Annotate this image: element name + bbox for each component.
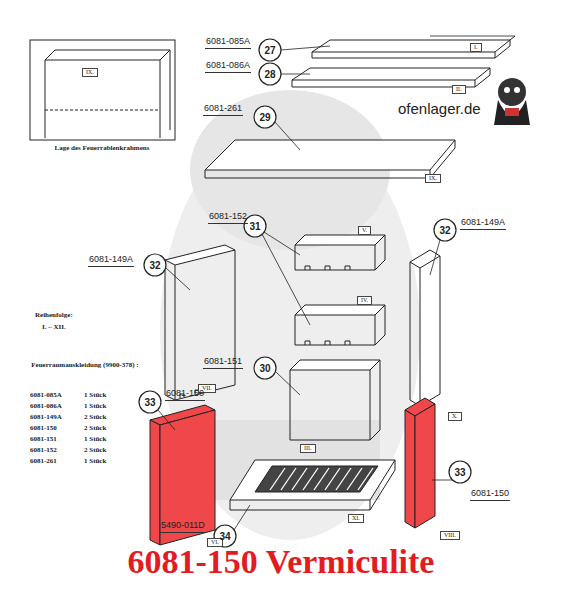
roman-label: IX.	[82, 68, 98, 77]
caption: 6081-150 Vermiculite	[0, 543, 562, 581]
table-cell: 1 Stück	[84, 436, 106, 444]
roman-label: IV.	[357, 296, 372, 305]
table-cell: 6081-152	[30, 447, 57, 455]
part-number: 6081-149A	[88, 255, 134, 267]
part-number: 6081-261	[203, 104, 243, 116]
plate-29	[205, 140, 455, 170]
leader-lines	[158, 36, 515, 530]
callout-number: 33	[454, 467, 465, 478]
note: I. – XII.	[42, 324, 66, 332]
table-cell: 6081-086A	[30, 403, 62, 411]
callout-number: 30	[259, 363, 270, 374]
table-cell: 6081-151	[30, 436, 57, 444]
plate-27	[312, 40, 510, 52]
callout-number: 29	[259, 112, 270, 123]
callout-number: 32	[439, 225, 450, 236]
part-number: 6081-150	[165, 389, 205, 401]
note: Reihenfolge:	[35, 312, 73, 320]
table-cell: 1 Stück	[84, 392, 106, 400]
roman-label: IX.	[425, 174, 441, 183]
grate	[230, 460, 395, 500]
part-number: 6081-085A	[205, 37, 251, 49]
table-cell: 6081-150	[30, 425, 57, 433]
red-panel-right	[415, 404, 435, 528]
plate-28	[292, 68, 490, 80]
table-cell: 6081-261	[30, 458, 57, 466]
table-cell: 1 Stück	[84, 458, 106, 466]
table-cell: 1 Stück	[84, 403, 106, 411]
inset-caption: Lage des Feuerrablenkrahmens	[47, 145, 157, 153]
inset-plate	[45, 50, 170, 60]
part-number: 6081-149A	[460, 218, 506, 230]
roman-label: X.	[448, 412, 462, 421]
part-number: 6081-150	[470, 489, 510, 501]
table-cell: 2 Stück	[84, 414, 106, 422]
roman-label: III.	[300, 444, 316, 453]
callout-number: 32	[149, 260, 160, 271]
callout-number: 28	[264, 69, 275, 80]
roman-label: V.	[358, 226, 371, 235]
callout-number: 34	[219, 531, 230, 542]
roman-label: II.	[452, 85, 466, 94]
roman-label: XI.	[348, 514, 364, 523]
part-number: 6081-151	[203, 357, 243, 369]
callout-number: 27	[264, 45, 275, 56]
table-cell: 6081-149A	[30, 414, 62, 422]
part-number: 6081-152	[208, 212, 248, 224]
table-cell: 6081-085A	[30, 392, 62, 400]
watermark: ofenlager.de	[398, 101, 481, 118]
red-panel-left	[160, 410, 215, 545]
inset-frame	[30, 40, 175, 140]
table-heading: Feuerraumauskleidung (9900-378) :	[30, 362, 140, 370]
logo-figure	[494, 78, 530, 125]
roman-label: I.	[470, 43, 482, 52]
grate-bar	[358, 468, 373, 490]
callout-number: 33	[144, 397, 155, 408]
part-number: 6081-086A	[205, 61, 251, 73]
part-number: 5490-011D	[160, 521, 206, 533]
roman-label: VIII.	[440, 531, 460, 540]
table-cell: 2 Stück	[84, 425, 106, 433]
table-cell: 2 Stück	[84, 447, 106, 455]
callout-number: 31	[249, 221, 260, 232]
